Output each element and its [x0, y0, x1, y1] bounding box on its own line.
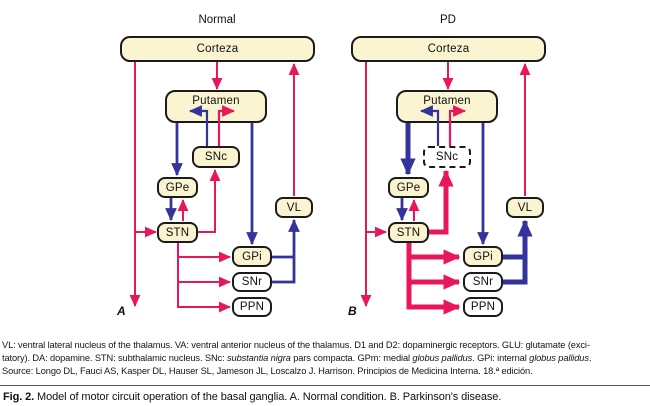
- box-putamen-normal: Putamen: [165, 90, 267, 123]
- box-stn-pd: STN: [388, 222, 429, 243]
- legend-line-1: VL: ventral lateral nucleus of the thala…: [2, 340, 590, 350]
- box-gpi-pd: GPi: [463, 246, 503, 267]
- box-ppn-normal: PPN: [232, 297, 272, 317]
- arrow-stn-snc-pd: [429, 169, 454, 235]
- legend-line-3: Source: Longo DL, Fauci AS, Kasper DL, H…: [2, 366, 533, 376]
- box-snr-normal: SNr: [232, 272, 272, 292]
- figure-legend: VL: ventral lateral nucleus of the thala…: [2, 339, 650, 378]
- box-gpe-pd: GPe: [388, 177, 429, 198]
- panel-label-b: B: [348, 304, 357, 318]
- legend-line-2: tatory). DA: dopamine. STN: subthalamic …: [2, 353, 592, 363]
- arrow-stn-ppn-pd: [406, 243, 461, 315]
- box-snc-degenerated-pd: SNc: [423, 146, 471, 168]
- title-pd: PD: [440, 14, 456, 26]
- title-normal: Normal: [198, 14, 236, 26]
- caption-divider: [0, 385, 650, 386]
- arrows-normal: [129, 62, 300, 313]
- box-gpe-normal: GPe: [157, 177, 198, 198]
- arrow-stn-snc-normal: [198, 169, 221, 233]
- box-vl-normal: VL: [275, 197, 313, 218]
- box-snr-pd: SNr: [463, 272, 503, 292]
- arrows-pd: [360, 62, 533, 315]
- box-ppn-pd: PPN: [463, 297, 503, 317]
- arrow-snr-vl-pd: [503, 219, 533, 285]
- box-putamen-pd: Putamen: [396, 90, 498, 123]
- figure-caption: Fig. 2. Model of motor circuit operation…: [3, 391, 502, 403]
- box-corteza-pd: Corteza: [351, 36, 546, 62]
- box-snc-normal: SNc: [192, 146, 240, 168]
- box-corteza-normal: Corteza: [120, 36, 315, 62]
- arrow-snr-vl-normal: [272, 218, 300, 284]
- arrow-stn-ppn-normal: [177, 243, 231, 313]
- box-stn-normal: STN: [157, 222, 198, 243]
- arrow-layer-under: [129, 62, 533, 315]
- box-vl-pd: VL: [506, 197, 544, 218]
- box-gpi-normal: GPi: [232, 246, 272, 267]
- panel-label-a: A: [117, 304, 126, 318]
